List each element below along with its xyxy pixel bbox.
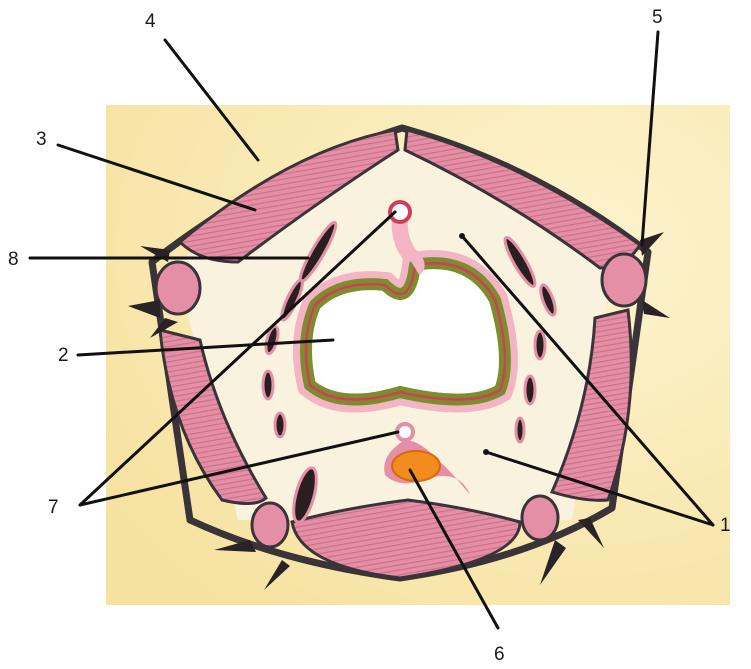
label-5: 5 [652,8,663,27]
label-1: 1 [720,516,731,535]
label-3: 3 [36,130,47,149]
label-2: 2 [58,346,69,365]
label-7: 7 [48,498,59,517]
label-6: 6 [494,645,505,664]
ventral-nerve-cord [392,451,440,481]
label-8: 8 [8,250,19,269]
label-4: 4 [145,12,156,31]
